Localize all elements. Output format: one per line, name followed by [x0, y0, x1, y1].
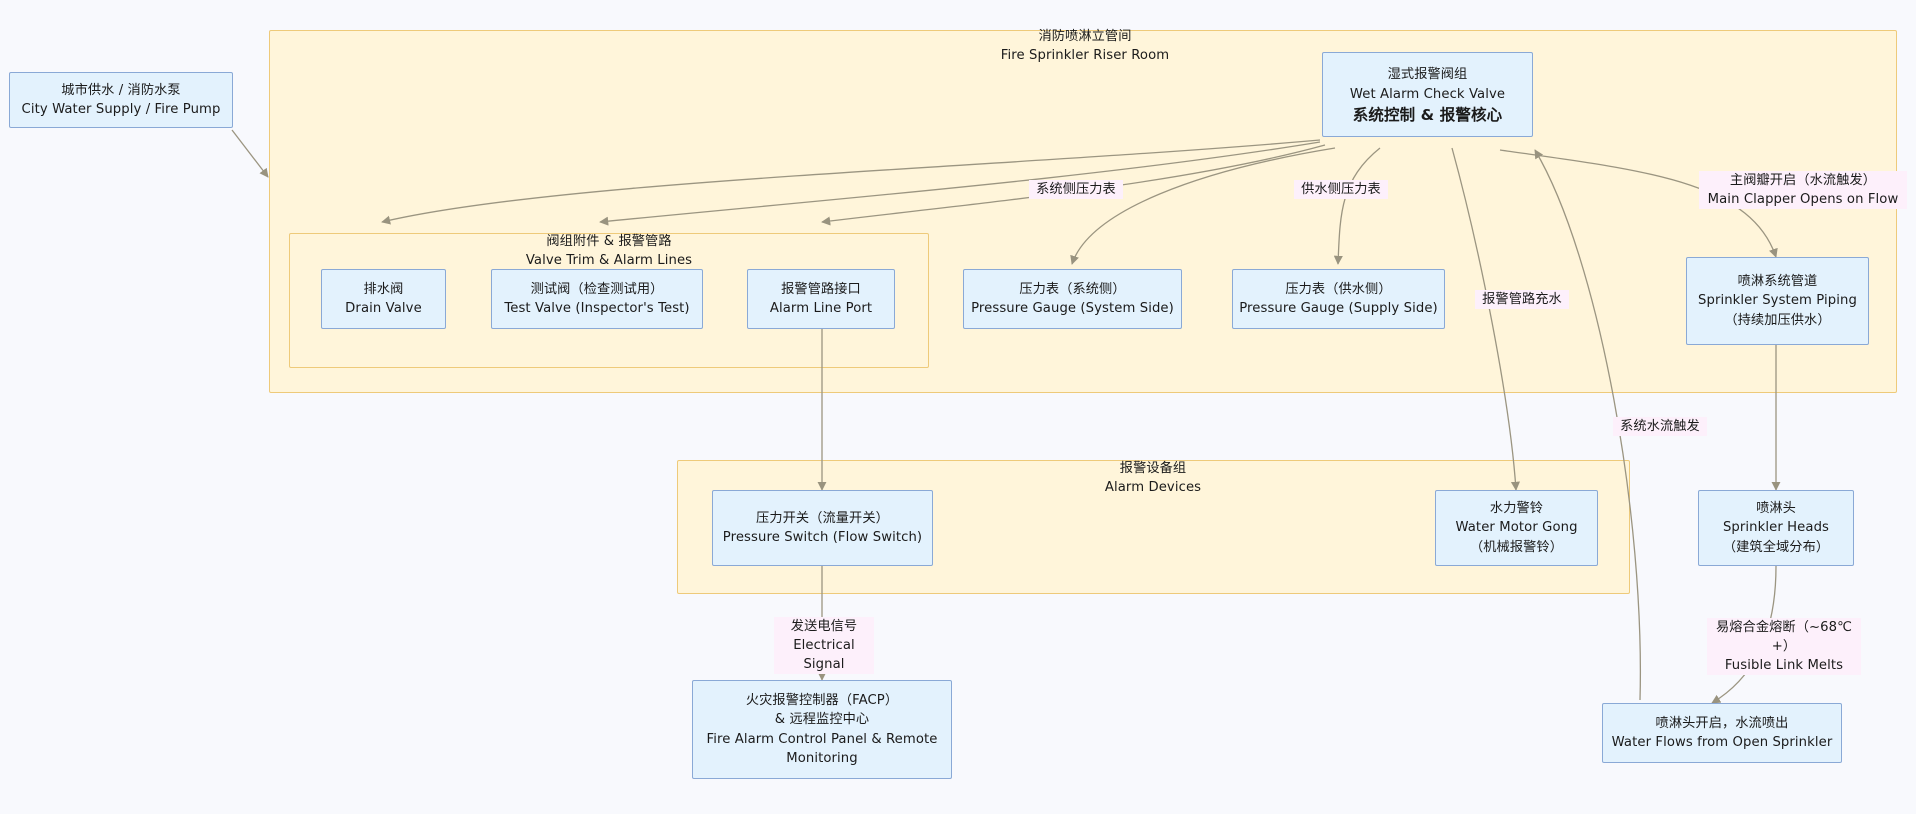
edge-label-main-clapper: 主阀瓣开启（水流触发） Main Clapper Opens on Flow	[1699, 171, 1907, 209]
edge-label-supply-gauge: 供水侧压力表	[1294, 180, 1388, 199]
node-wet-alarm-check-valve[interactable]: 湿式报警阀组 Wet Alarm Check Valve 系统控制 & 报警核心	[1322, 52, 1533, 137]
node-test-valve[interactable]: 测试阀（检查测试用） Test Valve (Inspector's Test)	[491, 269, 703, 329]
node-water-motor-gong[interactable]: 水力警铃 Water Motor Gong （机械报警铃）	[1435, 490, 1598, 566]
edge-label-alarm-line-fill: 报警管路充水	[1475, 290, 1569, 309]
edge-label-system-flow-trigger: 系统水流触发	[1613, 417, 1707, 436]
node-water-flows-open-sprinkler[interactable]: 喷淋头开启，水流喷出 Water Flows from Open Sprinkl…	[1602, 703, 1842, 763]
wet-alarm-valve-line2: Wet Alarm Check Valve	[1349, 86, 1506, 102]
node-city-water-supply[interactable]: 城市供水 / 消防水泵 City Water Supply / Fire Pum…	[9, 72, 233, 128]
node-facp[interactable]: 火灾报警控制器（FACP） & 远程监控中心 Fire Alarm Contro…	[692, 680, 952, 779]
node-sprinkler-heads[interactable]: 喷淋头 Sprinkler Heads （建筑全域分布）	[1698, 490, 1854, 566]
edge-label-fusible-link: 易熔合金熔断（~68℃+） Fusible Link Melts	[1707, 618, 1861, 675]
wet-alarm-valve-line3: 系统控制 & 报警核心	[1352, 105, 1503, 124]
cluster-alarm-devices-label: 报警设备组 Alarm Devices	[1104, 461, 1202, 495]
edge-label-system-gauge: 系统侧压力表	[1029, 180, 1123, 199]
node-pressure-switch[interactable]: 压力开关（流量开关） Pressure Switch (Flow Switch)	[712, 490, 933, 566]
edge-citywater-to-riser	[231, 129, 269, 178]
node-drain-valve[interactable]: 排水阀 Drain Valve	[321, 269, 446, 329]
node-alarm-line-port[interactable]: 报警管路接口 Alarm Line Port	[747, 269, 895, 329]
edge-label-electrical-signal: 发送电信号 Electrical Signal	[774, 617, 874, 674]
node-pressure-gauge-system[interactable]: 压力表（系统侧） Pressure Gauge (System Side)	[963, 269, 1182, 329]
node-sprinkler-system-piping[interactable]: 喷淋系统管道 Sprinkler System Piping （持续加压供水）	[1686, 257, 1869, 345]
wet-alarm-valve-line1: 湿式报警阀组	[1387, 66, 1468, 82]
node-pressure-gauge-supply[interactable]: 压力表（供水侧） Pressure Gauge (Supply Side)	[1232, 269, 1445, 329]
cluster-riser-room-label: 消防喷淋立管间 Fire Sprinkler Riser Room	[1000, 29, 1170, 63]
cluster-valve-trim-label: 阀组附件 & 报警管路 Valve Trim & Alarm Lines	[525, 234, 693, 268]
